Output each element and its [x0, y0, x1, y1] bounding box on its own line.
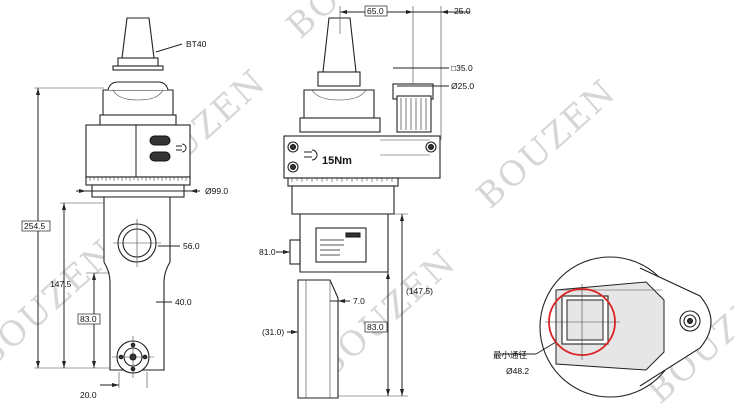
- dim-overall-height: 254.5: [24, 221, 46, 231]
- nameplate-lines: [320, 239, 344, 256]
- dim-square-35: □35.0: [451, 63, 473, 73]
- dim-offset-83-right: 83.0: [367, 322, 384, 332]
- dim-lower-height: 147.5: [50, 279, 72, 289]
- scale-ticks: [89, 177, 187, 181]
- scale-ticks-side: [291, 178, 393, 182]
- dim-width-31: (31.0): [262, 327, 284, 337]
- dim-diameter-48: Ø48.2: [506, 366, 529, 376]
- section-view: 最小通径 Ø48.2: [493, 256, 712, 398]
- watermark-3: BOUZEN: [469, 72, 624, 217]
- dim-diameter-99: Ø99.0: [205, 186, 228, 196]
- dim-top-25: 25.0: [454, 6, 471, 16]
- dim-top-65: 65.0: [367, 6, 384, 16]
- front-view: BT40 254.5 147.5 83.0 Ø99.0 56.0 40.0 20: [21, 17, 228, 400]
- dim-width-7: 7.0: [353, 296, 365, 306]
- min-pass-label: 最小通径: [493, 350, 528, 360]
- wrench-icon-side: [304, 149, 318, 161]
- torque-label: 15Nm: [322, 155, 352, 167]
- knurl-lines: [400, 98, 427, 130]
- wrench-icon: [176, 143, 187, 153]
- dim-diameter-25: Ø25.0: [451, 81, 474, 91]
- dim-width-81: 81.0: [259, 247, 276, 257]
- dim-offset-83-left: 83.0: [80, 314, 97, 324]
- dim-width-40: 40.0: [175, 297, 192, 307]
- dim-width-56: 56.0: [183, 241, 200, 251]
- dim-lower-height-ref: (147.5): [406, 286, 433, 296]
- taper-label: BT40: [186, 39, 207, 49]
- dim-width-20: 20.0: [80, 390, 97, 400]
- side-view: 15Nm 65.0 25.0: [259, 5, 474, 399]
- watermark-2: BOUZEN: [279, 0, 434, 47]
